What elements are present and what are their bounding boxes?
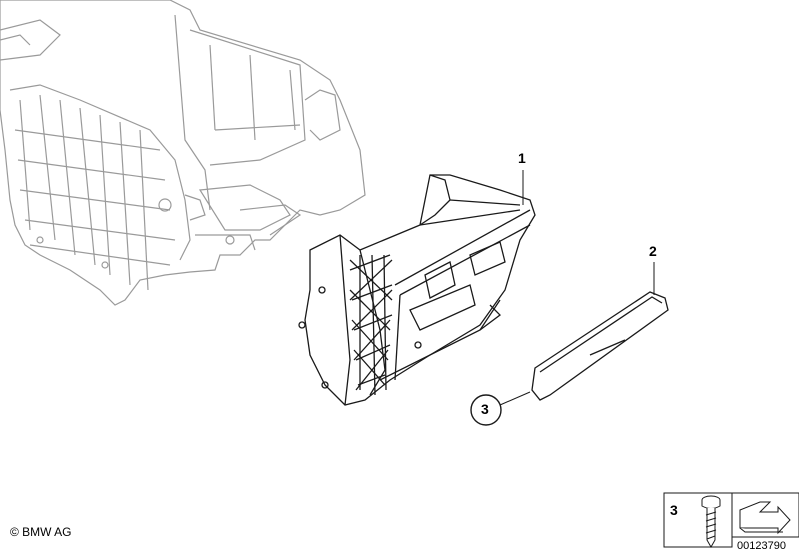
screw-icon: [701, 495, 721, 549]
diagram-id: 00123790: [737, 540, 786, 552]
callout-3-circle: [470, 394, 502, 426]
callout-2: 2: [649, 243, 657, 259]
leader-lines: [499, 170, 655, 406]
arrow-icon: [739, 501, 791, 535]
console-frame-background: [0, 0, 366, 306]
copyright-text: © BMW AG: [10, 525, 72, 539]
part-2-cover-panel: [531, 291, 669, 401]
part-1-compartment: [298, 174, 536, 406]
callout-1: 1: [518, 150, 526, 166]
callout-3: 3: [481, 401, 489, 417]
legend-box: [663, 492, 799, 548]
legend-item-number: 3: [670, 502, 678, 518]
